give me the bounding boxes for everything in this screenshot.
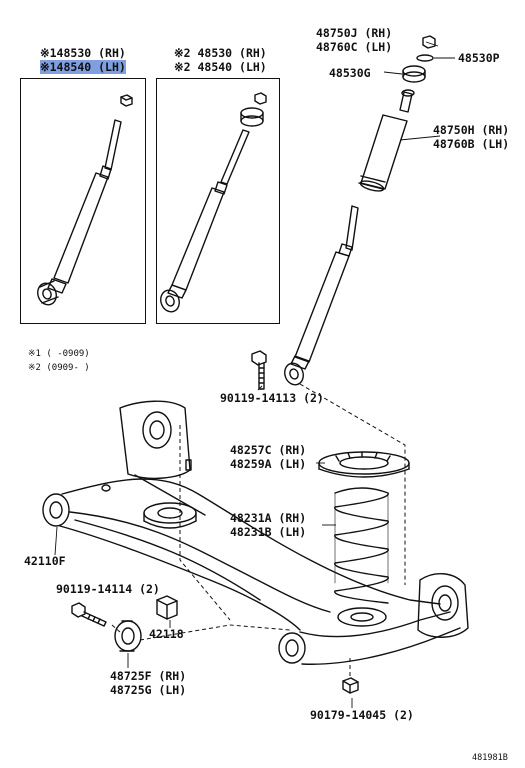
- leader-shock-to-axle: [299, 383, 406, 585]
- label-p2-rh[interactable]: ※2 48530 (RH): [174, 46, 267, 60]
- stopper-42118[interactable]: [156, 595, 178, 620]
- label-48530p[interactable]: 48530P: [458, 51, 500, 65]
- label-48760b[interactable]: 48760B (LH): [433, 137, 510, 151]
- rear-axle-beam[interactable]: [42, 400, 469, 665]
- label-90119-14114[interactable]: 90119-14114 (2): [56, 582, 160, 596]
- label-48760c[interactable]: 48760C (LH): [316, 40, 393, 54]
- coil-spring[interactable]: [334, 487, 389, 604]
- leader-tower: [179, 425, 231, 621]
- label-42118[interactable]: 42118: [149, 627, 184, 641]
- figure-id: 481981B: [472, 753, 508, 763]
- bolt-90119-14113[interactable]: [251, 350, 267, 390]
- shock-absorber-left[interactable]: [35, 94, 133, 307]
- label-48725f[interactable]: 48725F (RH): [110, 669, 187, 683]
- label-48530g[interactable]: 48530G: [329, 66, 371, 80]
- label-48750j[interactable]: 48750J (RH): [316, 26, 393, 40]
- label-p1-lh-text: ※148540 (LH): [40, 60, 126, 74]
- nut-90179-14045[interactable]: [342, 677, 359, 694]
- note-2: ※2 (0909- ): [28, 363, 90, 373]
- label-90119-14113[interactable]: 90119-14113 (2): [220, 391, 324, 405]
- spring-insulator[interactable]: [318, 451, 410, 478]
- label-48257c[interactable]: 48257C (RH): [230, 443, 307, 457]
- leader-bolt: [111, 624, 121, 633]
- label-48725g[interactable]: 48725G (LH): [110, 683, 187, 697]
- label-p1-rh[interactable]: ※148530 (RH): [40, 46, 126, 60]
- label-90179-14045[interactable]: 90179-14045 (2): [310, 708, 414, 722]
- shock-absorber-middle[interactable]: [158, 92, 267, 314]
- label-48259a[interactable]: 48259A (LH): [230, 457, 307, 471]
- label-42110f[interactable]: 42110F: [24, 554, 66, 568]
- label-p1-lh[interactable]: ※148540 (LH): [40, 60, 126, 74]
- variant-box-1: [20, 78, 146, 324]
- label-48231a[interactable]: 48231A (RH): [230, 511, 307, 525]
- label-p2-lh[interactable]: ※2 48540 (LH): [174, 60, 267, 74]
- bushing-48725f[interactable]: [114, 620, 142, 652]
- variant-box-2: [156, 78, 280, 324]
- label-48750h[interactable]: 48750H (RH): [433, 123, 510, 137]
- leader-bushing: [139, 624, 291, 641]
- note-1: ※1 ( -0909): [28, 349, 90, 359]
- shock-absorber-right-assembly[interactable]: [282, 35, 436, 387]
- bolt-90119-14114[interactable]: [71, 602, 107, 627]
- label-48231b[interactable]: 48231B (LH): [230, 525, 307, 539]
